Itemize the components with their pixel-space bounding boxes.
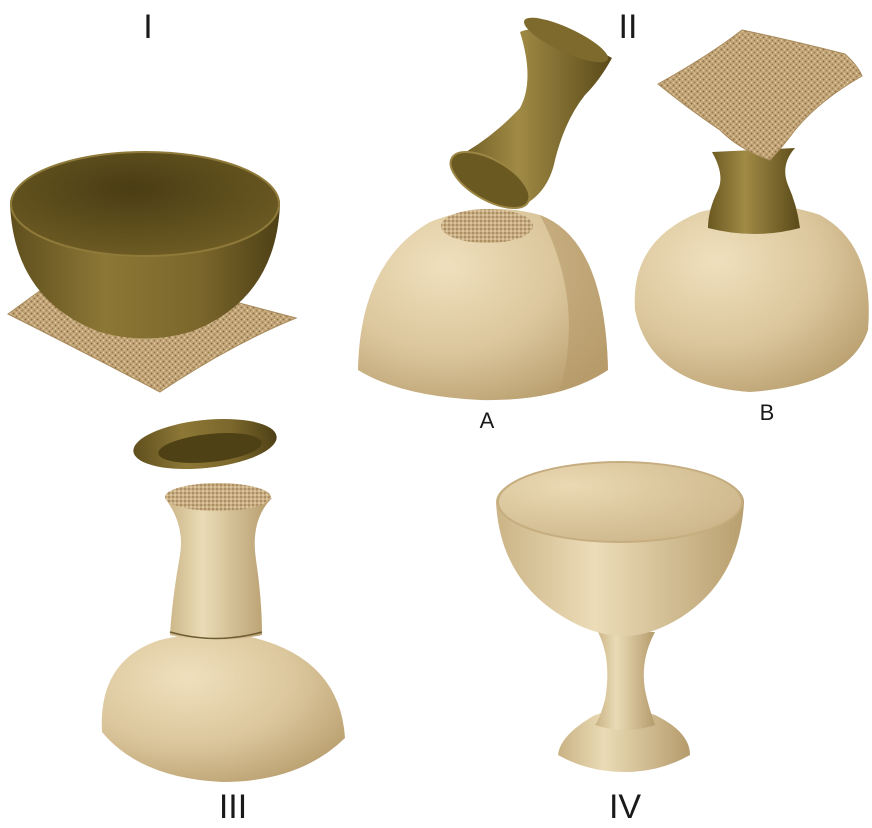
dome-textured-top xyxy=(441,209,533,243)
tan-vase-body xyxy=(102,633,345,782)
sub-label-b: B xyxy=(760,400,775,425)
panel-label-3: III xyxy=(219,788,247,823)
olive-bowl-inner xyxy=(11,152,279,256)
vase-textured-top xyxy=(165,483,271,511)
tan-vase-neck xyxy=(165,498,272,640)
panel-3-vase-with-lid xyxy=(102,413,345,782)
cloth-on-neck xyxy=(658,30,862,160)
olive-neck xyxy=(708,148,800,234)
panel-label-2: II xyxy=(619,8,638,46)
panel-label-1: I xyxy=(143,8,152,46)
panel-label-4: IV xyxy=(609,788,641,823)
goblet-stem xyxy=(595,632,655,730)
panel-1-bowl-on-cloth xyxy=(8,152,296,392)
panel-2a-dome-and-stem xyxy=(358,10,613,400)
panel-2b-dome-neck-cloth xyxy=(635,30,869,392)
goblet-bowl-inner xyxy=(498,462,742,542)
panel-4-goblet xyxy=(496,462,744,772)
sub-label-a: A xyxy=(480,408,495,433)
